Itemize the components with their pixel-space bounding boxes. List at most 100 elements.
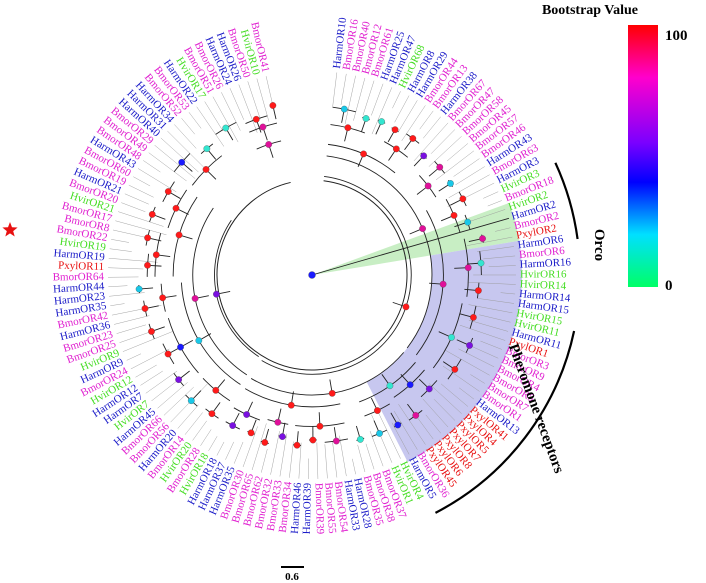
branch-line bbox=[468, 282, 516, 285]
branch-line bbox=[167, 130, 206, 169]
branch-line bbox=[344, 75, 356, 125]
bootstrap-node bbox=[406, 381, 414, 389]
branch-line bbox=[140, 370, 163, 386]
orco-label: Orco bbox=[591, 229, 607, 261]
branch-line bbox=[495, 227, 511, 232]
leaf-label: HarmOR16 bbox=[519, 256, 571, 270]
clade-arc bbox=[180, 282, 241, 385]
branch-line bbox=[371, 87, 393, 135]
branch-line bbox=[148, 152, 187, 182]
branch-line bbox=[233, 441, 244, 464]
bootstrap-node bbox=[470, 314, 477, 321]
bootstrap-node bbox=[409, 135, 417, 142]
bootstrap-node bbox=[144, 261, 151, 269]
bootstrap-node bbox=[144, 234, 151, 242]
branch-line bbox=[124, 193, 149, 205]
branch-line bbox=[448, 174, 490, 198]
branch-line bbox=[238, 84, 258, 133]
branch-line bbox=[391, 422, 410, 455]
branch-line bbox=[483, 255, 516, 260]
bootstrap-node bbox=[448, 334, 455, 341]
branch-line bbox=[433, 399, 456, 421]
leaf-label: BmorOR64 bbox=[53, 271, 105, 284]
branch-line bbox=[419, 110, 434, 130]
leaf-label: HarmOR39 bbox=[301, 482, 314, 534]
bootstrap-node bbox=[213, 290, 220, 298]
bootstrap-node bbox=[464, 218, 472, 226]
branch-line bbox=[192, 420, 207, 441]
branch-line bbox=[184, 412, 203, 435]
bootstrap-node bbox=[477, 259, 485, 267]
bootstrap-node bbox=[412, 412, 420, 419]
bootstrap-nodes bbox=[135, 102, 486, 449]
bootstrap-node bbox=[475, 287, 482, 294]
bootstrap-node bbox=[203, 145, 211, 153]
root-node bbox=[308, 271, 316, 279]
bootstrap-node bbox=[309, 436, 317, 444]
branch-line bbox=[109, 248, 132, 252]
branch-line bbox=[225, 441, 234, 460]
bootstrap-node bbox=[293, 441, 301, 449]
branch-line bbox=[500, 292, 516, 295]
branch-line bbox=[393, 410, 418, 450]
branch-line bbox=[425, 414, 441, 434]
bootstrap-node bbox=[466, 342, 473, 349]
bootstrap-node bbox=[243, 411, 250, 418]
branch-line bbox=[204, 101, 223, 131]
orco-bracket bbox=[554, 162, 579, 240]
branch-line bbox=[470, 374, 485, 384]
bootstrap-node bbox=[259, 123, 267, 131]
branch-line bbox=[352, 458, 356, 475]
branch-line bbox=[135, 364, 157, 378]
branch-line bbox=[324, 444, 328, 479]
bootstrap-node bbox=[212, 386, 220, 394]
branch-line bbox=[362, 80, 375, 116]
branch-line bbox=[392, 91, 401, 109]
branch-line bbox=[459, 324, 506, 341]
bootstrap-node bbox=[164, 188, 172, 195]
branch-line bbox=[110, 303, 125, 306]
branch-line bbox=[445, 350, 490, 376]
leaf-label: HarmOR46 bbox=[289, 482, 304, 534]
branch-line bbox=[458, 387, 475, 400]
bootstrap-node bbox=[450, 212, 458, 219]
branch-line bbox=[453, 158, 480, 177]
bootstrap-node bbox=[177, 343, 184, 351]
bootstrap-node bbox=[152, 251, 160, 259]
branch-line bbox=[483, 191, 499, 199]
clade-arc bbox=[192, 207, 248, 376]
branch-line bbox=[477, 246, 515, 252]
leaf-label: BmorOR34 bbox=[277, 481, 295, 534]
branch-line bbox=[177, 404, 199, 429]
bootstrap-node bbox=[362, 115, 370, 122]
bootstrap-node bbox=[479, 235, 486, 242]
branch-line bbox=[221, 92, 241, 131]
branch-line bbox=[216, 441, 225, 456]
branch-line bbox=[270, 431, 280, 475]
bootstrap-node bbox=[195, 337, 203, 344]
star-icon bbox=[2, 222, 18, 237]
clade-arc bbox=[261, 176, 412, 375]
branch-line bbox=[416, 416, 434, 440]
branch-line bbox=[468, 319, 509, 332]
branch-line bbox=[430, 129, 456, 154]
branch-line bbox=[479, 314, 511, 323]
branch-line bbox=[428, 136, 462, 167]
legend-max-label: 100 bbox=[665, 28, 688, 44]
bootstrap-node bbox=[436, 163, 444, 171]
leaf-label: HarmOR44 bbox=[53, 281, 105, 296]
leaf-label: HarmOR23 bbox=[53, 290, 106, 307]
branch-line bbox=[121, 202, 146, 212]
leaf-labels: HarmOR10BmorOR16BmorOR40BmorOR12BmorOR61… bbox=[53, 16, 572, 535]
bootstrap-node bbox=[261, 439, 269, 446]
branch-line bbox=[170, 383, 208, 423]
branch-line bbox=[109, 292, 145, 297]
bootstrap-node bbox=[451, 366, 459, 373]
branch-line bbox=[229, 88, 245, 120]
branch-line bbox=[340, 73, 347, 106]
branch-line bbox=[365, 443, 375, 470]
leaf-label: HarmOR19 bbox=[53, 247, 106, 263]
bootstrap-node bbox=[402, 303, 410, 311]
leaf-label: BmorOR39 bbox=[313, 483, 326, 535]
branch-line bbox=[212, 96, 239, 143]
